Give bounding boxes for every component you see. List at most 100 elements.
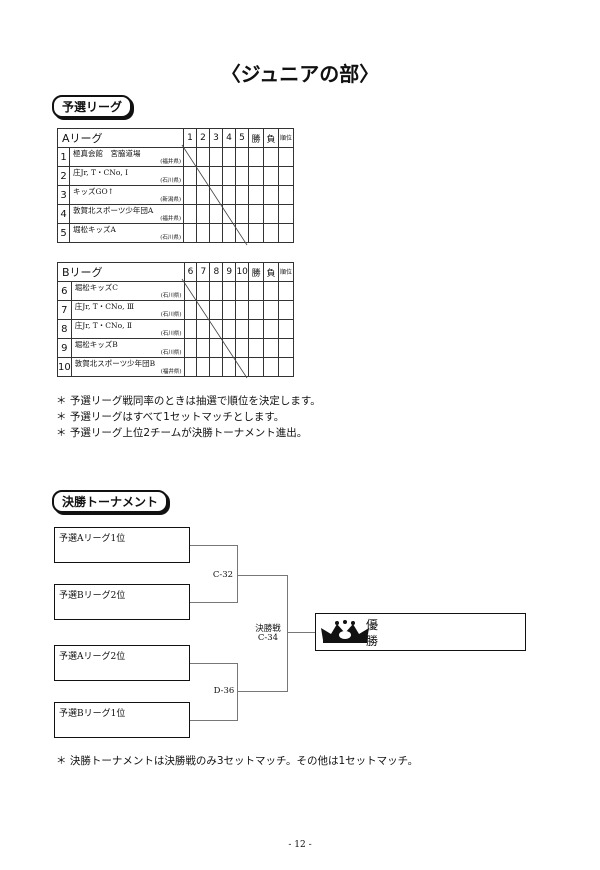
result-cell[interactable] [248, 281, 265, 301]
result-cell[interactable] [196, 281, 211, 301]
result-cell[interactable] [183, 300, 198, 320]
result-cell[interactable] [263, 319, 279, 339]
result-cell[interactable] [235, 185, 249, 205]
result-cell[interactable] [278, 281, 294, 301]
result-cell[interactable] [183, 147, 197, 167]
result-cell[interactable] [209, 166, 223, 186]
result-cell[interactable] [196, 223, 210, 243]
result-cell[interactable] [263, 185, 279, 205]
team-prefecture: (福井県) [160, 369, 182, 375]
result-cell[interactable] [248, 223, 264, 243]
result-cell[interactable] [235, 281, 250, 301]
result-cell[interactable] [222, 300, 237, 320]
result-cell[interactable] [209, 147, 223, 167]
result-cell[interactable] [183, 166, 197, 186]
team-prefecture: (石川県) [160, 312, 182, 318]
result-cell[interactable] [235, 147, 249, 167]
team-name: 極真会館 宮脇道場 [73, 149, 141, 158]
result-cell[interactable] [248, 319, 265, 339]
result-cell[interactable] [222, 185, 236, 205]
result-cell[interactable] [183, 338, 198, 358]
result-cell[interactable] [196, 204, 210, 224]
note-2: ＊ 予選リーグはすべて1セットマッチとします。 [56, 411, 285, 423]
result-cell[interactable] [278, 223, 294, 243]
result-cell[interactable] [209, 281, 224, 301]
result-cell[interactable] [263, 281, 279, 301]
match-c32: C-32 [212, 570, 234, 580]
result-cell[interactable] [248, 357, 265, 377]
result-cell[interactable] [222, 357, 237, 377]
tournament-note: ＊ 決勝トーナメントは決勝戦のみ3セットマッチ。その他は1セットマッチ。 [56, 755, 419, 767]
result-cell[interactable] [235, 166, 249, 186]
result-cell[interactable] [209, 300, 224, 320]
result-cell[interactable] [183, 185, 197, 205]
result-cell[interactable] [196, 338, 211, 358]
note-3: ＊ 予選リーグ上位2チームが決勝トーナメント進出。 [56, 427, 308, 439]
result-cell[interactable] [222, 147, 236, 167]
result-cell[interactable] [278, 147, 294, 167]
result-cell[interactable] [278, 338, 294, 358]
result-cell[interactable] [196, 166, 210, 186]
result-cell[interactable] [248, 338, 265, 358]
team-prefecture: (福井県) [160, 216, 181, 222]
result-cell[interactable] [222, 166, 236, 186]
result-cell[interactable] [278, 166, 294, 186]
result-cell[interactable] [183, 204, 197, 224]
bracket-line [237, 691, 287, 692]
result-cell[interactable] [278, 357, 294, 377]
result-cell[interactable] [263, 357, 279, 377]
result-cell[interactable] [263, 147, 279, 167]
result-cell[interactable] [209, 223, 223, 243]
result-cell[interactable] [263, 338, 279, 358]
result-cell[interactable] [235, 357, 250, 377]
result-cell[interactable] [235, 300, 250, 320]
result-cell[interactable] [209, 204, 223, 224]
result-cell[interactable] [235, 338, 250, 358]
league-name: Aリーグ [57, 128, 184, 148]
bracket-line [190, 545, 237, 546]
result-cell[interactable] [196, 147, 210, 167]
team-number: 8 [57, 319, 72, 339]
result-cell[interactable] [222, 281, 237, 301]
result-cell[interactable] [209, 185, 223, 205]
result-cell[interactable] [196, 300, 211, 320]
result-cell[interactable] [235, 223, 249, 243]
result-cell[interactable] [278, 319, 294, 339]
result-cell[interactable] [183, 357, 198, 377]
result-cell[interactable] [263, 300, 279, 320]
result-cell[interactable] [196, 357, 211, 377]
col-header: 9 [222, 262, 237, 282]
result-cell[interactable] [183, 319, 198, 339]
result-cell[interactable] [235, 319, 250, 339]
result-cell[interactable] [183, 281, 198, 301]
result-cell[interactable] [222, 338, 237, 358]
result-cell[interactable] [278, 204, 294, 224]
result-cell[interactable] [196, 319, 211, 339]
result-cell[interactable] [263, 223, 279, 243]
result-cell[interactable] [248, 300, 265, 320]
result-cell[interactable] [209, 338, 224, 358]
result-cell[interactable] [196, 185, 210, 205]
team-number: 7 [57, 300, 72, 320]
result-cell[interactable] [209, 357, 224, 377]
result-cell[interactable] [222, 223, 236, 243]
result-cell[interactable] [248, 185, 264, 205]
note-1: ＊ 予選リーグ戦同率のときは抽選で順位を決定します。 [56, 395, 321, 407]
result-cell[interactable] [248, 147, 264, 167]
result-cell[interactable] [209, 319, 224, 339]
result-cell[interactable] [222, 319, 237, 339]
col-header: 5 [235, 128, 249, 148]
result-cell[interactable] [222, 204, 236, 224]
result-cell[interactable] [263, 204, 279, 224]
result-cell[interactable] [248, 204, 264, 224]
result-cell[interactable] [183, 223, 197, 243]
result-cell[interactable] [263, 166, 279, 186]
result-cell[interactable] [278, 300, 294, 320]
result-cell[interactable] [248, 166, 264, 186]
result-cell[interactable] [278, 185, 294, 205]
result-cell[interactable] [235, 204, 249, 224]
